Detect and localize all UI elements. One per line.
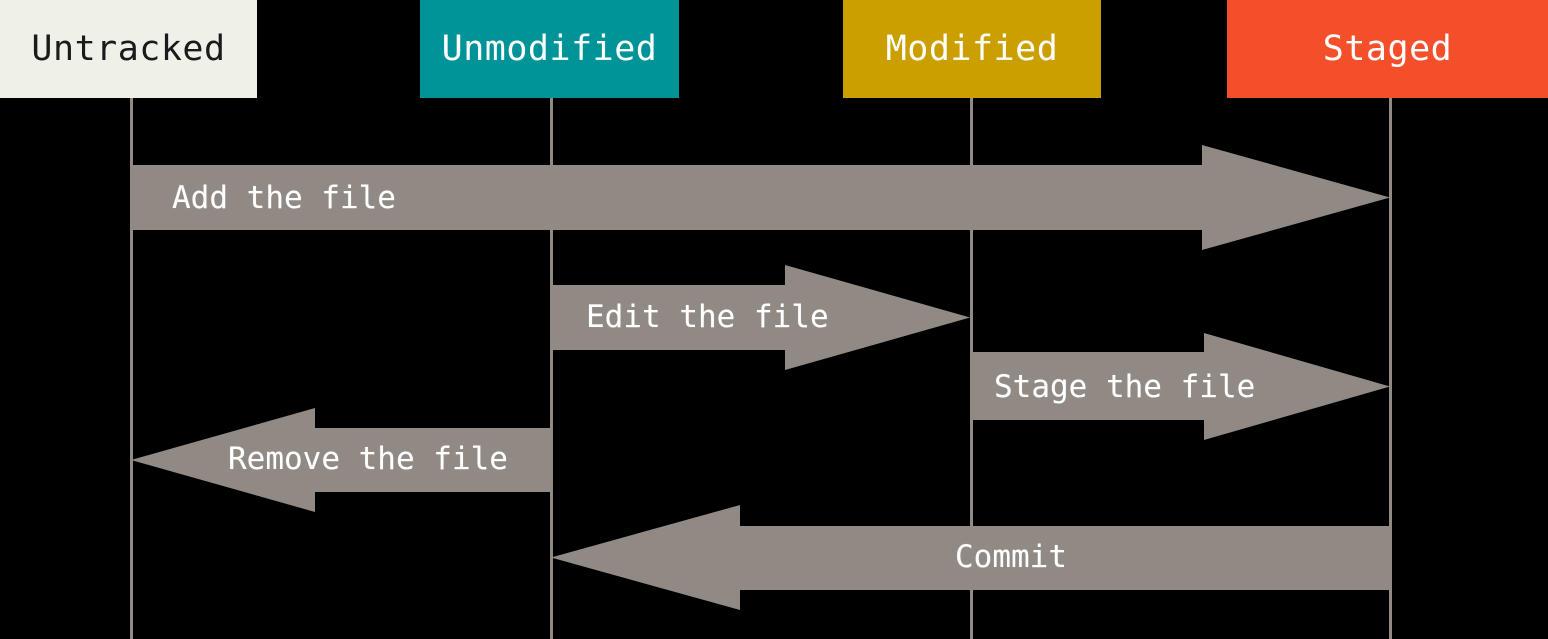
state-label-staged: Staged [1322,29,1453,69]
arrow-edit-the-file [551,265,970,370]
state-label-unmodified: Unmodified [441,29,658,69]
state-box-unmodified: Unmodified [420,0,679,98]
arrow-stage-the-file [971,333,1390,440]
arrow-remove-the-file [131,408,551,512]
lifeline-unmodified [550,98,553,639]
arrow-label-commit: Commit [955,539,1067,575]
state-label-modified: Modified [885,29,1059,69]
state-box-staged: Staged [1227,0,1548,98]
arrow-commit [551,505,1390,610]
state-label-untracked: Untracked [31,29,226,69]
arrow-label-remove-the-file: Remove the file [228,441,508,477]
arrow-label-edit-the-file: Edit the file [586,299,829,335]
state-box-untracked: Untracked [0,0,257,98]
arrow-label-add-the-file: Add the file [172,180,396,216]
lifeline-untracked [130,98,133,639]
arrow-add-the-file [132,145,1390,250]
state-box-modified: Modified [843,0,1101,98]
arrow-label-stage-the-file: Stage the file [994,369,1256,405]
lifeline-staged [1389,98,1392,639]
